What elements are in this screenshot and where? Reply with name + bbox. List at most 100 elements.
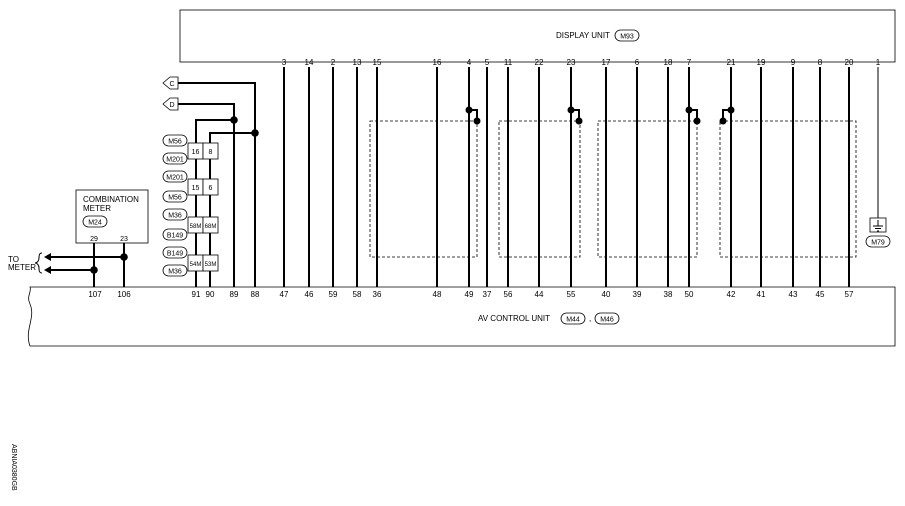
display-pin-15: 15 bbox=[373, 58, 382, 67]
display-pin-3: 3 bbox=[282, 58, 287, 67]
connector-label-m36: M36 bbox=[168, 213, 182, 220]
junction-dot bbox=[120, 253, 128, 261]
shield-box-1 bbox=[369, 120, 478, 258]
display-pin-16: 16 bbox=[433, 58, 442, 67]
junction-dot bbox=[693, 117, 701, 125]
arrow-left-icon bbox=[44, 266, 51, 274]
display-pin-2: 2 bbox=[331, 58, 336, 67]
junction-box-6 bbox=[202, 178, 219, 196]
display-pin-14: 14 bbox=[305, 58, 314, 67]
display-pin-1: 1 bbox=[876, 58, 881, 67]
av-pin-90: 90 bbox=[206, 290, 215, 299]
combination-meter-pin-23: 23 bbox=[120, 236, 128, 243]
av-pin-57: 57 bbox=[845, 290, 854, 299]
display-pin-5: 5 bbox=[485, 58, 490, 67]
wire-c-88 bbox=[178, 82, 256, 287]
connector-label-m36: M36 bbox=[168, 269, 182, 276]
av-connector-2: M46 bbox=[600, 317, 614, 324]
wire-group: 3471446259135815361648449537115622442355… bbox=[280, 58, 881, 299]
display-unit-connector: M93 bbox=[620, 34, 634, 41]
connector-badge bbox=[162, 246, 188, 259]
junction-pin-8: 8 bbox=[209, 149, 213, 156]
av-pin-58: 58 bbox=[353, 290, 362, 299]
av-pin-50: 50 bbox=[685, 290, 694, 299]
junction-dot bbox=[230, 116, 238, 124]
av-pin-56: 56 bbox=[504, 290, 513, 299]
display-pin-9: 9 bbox=[791, 58, 796, 67]
display-pin-11: 11 bbox=[504, 58, 513, 67]
arrow-left-icon bbox=[44, 253, 51, 261]
av-pin-88: 88 bbox=[251, 290, 260, 299]
connector-badge bbox=[162, 208, 188, 221]
av-pin-44: 44 bbox=[535, 290, 544, 299]
off-page-c-label: C bbox=[169, 81, 174, 88]
junction-dot bbox=[719, 117, 727, 125]
display-unit-label: DISPLAY UNIT bbox=[556, 31, 610, 40]
combination-meter-line1: COMBINATION bbox=[83, 195, 139, 204]
av-connector-badge-1 bbox=[560, 312, 586, 325]
junction-pin-16: 16 bbox=[192, 149, 200, 156]
junction-pin-6: 6 bbox=[209, 185, 213, 192]
av-control-unit-label: AV CONTROL UNIT bbox=[478, 314, 550, 323]
to-meter-line2: METER bbox=[8, 263, 36, 272]
av-pin-59: 59 bbox=[329, 290, 338, 299]
combination-meter-connector-badge bbox=[82, 215, 108, 228]
connector-label-m56: M56 bbox=[168, 195, 182, 202]
figure-code: ABNIA0380GB bbox=[10, 444, 17, 491]
wire-branch-90 bbox=[209, 132, 255, 145]
av-pin-38: 38 bbox=[664, 290, 673, 299]
connector-label-m201: M201 bbox=[166, 157, 184, 164]
connector-badge bbox=[162, 134, 188, 147]
av-pin-47: 47 bbox=[280, 290, 289, 299]
junction-dot bbox=[727, 106, 735, 114]
junction-dot bbox=[465, 106, 473, 114]
junction-pin-68m: 68M bbox=[205, 224, 217, 230]
junction-box-8 bbox=[202, 142, 219, 160]
connector-badge bbox=[162, 152, 188, 165]
av-pin-41: 41 bbox=[757, 290, 766, 299]
junction-pin-53m: 53M bbox=[205, 262, 217, 268]
av-control-unit-box bbox=[27, 286, 896, 347]
ground-connector-badge bbox=[865, 235, 891, 248]
av-pin-107: 107 bbox=[88, 290, 102, 299]
connector-badge bbox=[162, 228, 188, 241]
junction-dot bbox=[567, 106, 575, 114]
off-page-d-label: D bbox=[169, 102, 174, 109]
connector-label-m201: M201 bbox=[166, 175, 184, 182]
display-unit-box bbox=[179, 9, 896, 63]
junction-box-53m bbox=[202, 254, 219, 272]
av-pin-91: 91 bbox=[192, 290, 201, 299]
display-pin-17: 17 bbox=[602, 58, 611, 67]
av-pin-36: 36 bbox=[373, 290, 382, 299]
av-pin-89: 89 bbox=[230, 290, 239, 299]
display-pin-6: 6 bbox=[635, 58, 640, 67]
junction-dot bbox=[90, 266, 98, 274]
combination-meter-connector: M24 bbox=[88, 220, 102, 227]
av-pin-37: 37 bbox=[483, 290, 492, 299]
display-pin-19: 19 bbox=[757, 58, 766, 67]
display-pin-18: 18 bbox=[664, 58, 673, 67]
display-pin-8: 8 bbox=[818, 58, 823, 67]
display-pin-21: 21 bbox=[727, 58, 736, 67]
combination-meter-pin-29: 29 bbox=[90, 236, 98, 243]
display-pin-13: 13 bbox=[353, 58, 362, 67]
junction-dot bbox=[575, 117, 583, 125]
wire-branch-91 bbox=[195, 119, 234, 145]
connector-badge bbox=[162, 190, 188, 203]
wire-d-89 bbox=[178, 103, 235, 287]
combination-meter-line2: METER bbox=[83, 204, 111, 213]
connector-badge bbox=[162, 170, 188, 183]
av-pin-39: 39 bbox=[633, 290, 642, 299]
connector-badge bbox=[162, 264, 188, 277]
to-meter-brace bbox=[34, 252, 43, 274]
junction-pin-54m: 54M bbox=[190, 262, 202, 268]
display-pin-23: 23 bbox=[567, 58, 576, 67]
av-pin-55: 55 bbox=[567, 290, 576, 299]
to-meter-line1: TO bbox=[8, 255, 19, 264]
av-pin-40: 40 bbox=[602, 290, 611, 299]
av-pin-46: 46 bbox=[305, 290, 314, 299]
av-connector-badge-2 bbox=[594, 312, 620, 325]
connector-label-m56: M56 bbox=[168, 139, 182, 146]
